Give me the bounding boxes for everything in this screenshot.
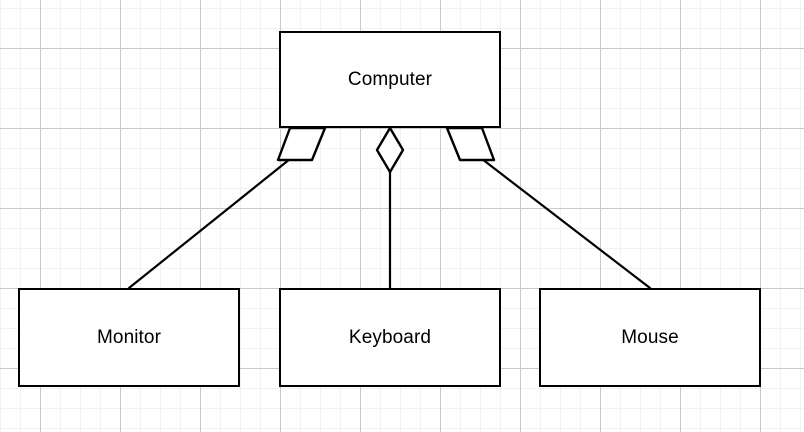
uml-class-label-keyboard: Keyboard bbox=[348, 327, 432, 348]
connector-line-mouse bbox=[480, 157, 652, 290]
uml-class-box-computer[interactable]: Computer bbox=[279, 31, 501, 128]
aggregation-diamond-keyboard bbox=[375, 126, 405, 174]
uml-class-label-mouse: Mouse bbox=[621, 327, 679, 348]
connector-computer-to-keyboard[interactable] bbox=[375, 126, 405, 290]
uml-class-label-computer: Computer bbox=[347, 69, 433, 90]
connector-line-monitor bbox=[127, 157, 292, 290]
aggregation-diamond-mouse bbox=[445, 126, 496, 162]
connector-computer-to-mouse[interactable] bbox=[445, 126, 652, 290]
uml-class-box-monitor[interactable]: Monitor bbox=[18, 288, 240, 387]
uml-class-box-keyboard[interactable]: Keyboard bbox=[279, 288, 501, 387]
connector-computer-to-monitor[interactable] bbox=[127, 126, 327, 290]
aggregation-diamond-monitor bbox=[276, 126, 327, 162]
uml-class-box-mouse[interactable]: Mouse bbox=[539, 288, 761, 387]
uml-class-label-monitor: Monitor bbox=[96, 327, 162, 348]
